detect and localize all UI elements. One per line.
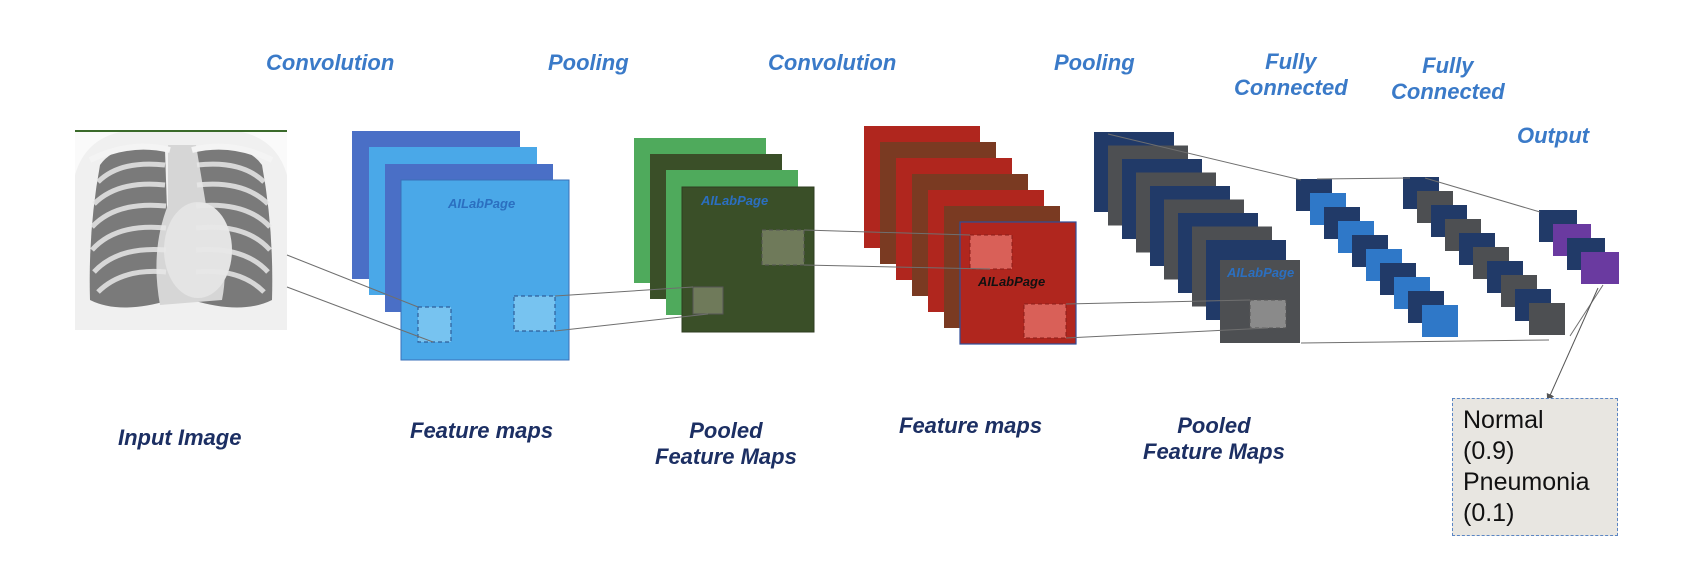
label-fully-connected-1-line-2: Connected — [1234, 75, 1348, 101]
label-pooling-1: Pooling — [548, 50, 629, 75]
conv2-receptive-field — [969, 234, 1013, 270]
output-prediction-box: Normal (0.9) Pneumonia (0.1) — [1452, 398, 1618, 536]
output-arrow — [1546, 287, 1599, 402]
connection-lines — [286, 133, 1604, 344]
conv1-feature-map-stack — [352, 131, 570, 361]
label-pooled-1-line-1: Pooled — [689, 418, 763, 443]
output-prob-pneumonia: (0.1) — [1463, 499, 1515, 527]
pool1-pooled-cell — [692, 286, 724, 315]
watermark-conv1: AILabPage — [448, 196, 516, 211]
label-output: Output — [1517, 123, 1590, 148]
conv1-receptive-field — [417, 306, 452, 343]
output-prob-normal: (0.9) — [1463, 437, 1515, 465]
conv1-output-patch — [513, 295, 556, 332]
pool2-pooled-cell — [1249, 299, 1287, 329]
label-feature-maps-1: Feature maps — [410, 418, 554, 443]
fully-connected-1-stack — [1296, 179, 1458, 337]
label-fully-connected-2: Fully Connected — [1391, 53, 1505, 106]
label-pooling-2: Pooling — [1054, 50, 1135, 75]
watermark-conv2: AILabPage — [978, 274, 1046, 289]
fully-connected-2-stack — [1403, 177, 1565, 335]
pool2-feature-map-stack — [1094, 132, 1300, 343]
label-input-image: Input Image — [118, 425, 242, 450]
label-convolution-2: Convolution — [768, 50, 897, 75]
conv2-output-patch — [1023, 303, 1067, 339]
label-pooled-feature-maps-2: Pooled Feature Maps — [1143, 413, 1285, 466]
fc2-node-10 — [1529, 303, 1565, 335]
watermark-pool2: AILabPage — [1227, 265, 1295, 280]
pool1-feature-map-stack — [634, 138, 815, 333]
fc1-node-10 — [1422, 305, 1458, 337]
output-node-4 — [1581, 252, 1619, 284]
label-pooled-feature-maps-1: Pooled Feature Maps — [655, 418, 797, 471]
label-fully-connected-1-line-1: Fully — [1265, 49, 1317, 74]
output-stack — [1539, 210, 1619, 284]
watermark-pool1: AILabPage — [701, 193, 769, 208]
label-pooled-2-line-1: Pooled — [1177, 413, 1251, 438]
label-pooled-2-line-2: Feature Maps — [1143, 439, 1285, 465]
label-pooled-1-line-2: Feature Maps — [655, 444, 797, 470]
label-fully-connected-1: Fully Connected — [1234, 49, 1348, 102]
label-fully-connected-2-line-1: Fully — [1422, 53, 1474, 78]
label-fully-connected-2-line-2: Connected — [1391, 79, 1505, 105]
input-xray-image — [75, 130, 287, 330]
output-class-pneumonia: Pneumonia — [1463, 468, 1590, 496]
output-class-normal: Normal — [1463, 406, 1544, 434]
conv2-feature-map-stack — [864, 126, 1077, 345]
label-feature-maps-2: Feature maps — [899, 413, 1043, 438]
pool1-output-patch — [761, 229, 805, 266]
label-convolution-1: Convolution — [266, 50, 395, 75]
